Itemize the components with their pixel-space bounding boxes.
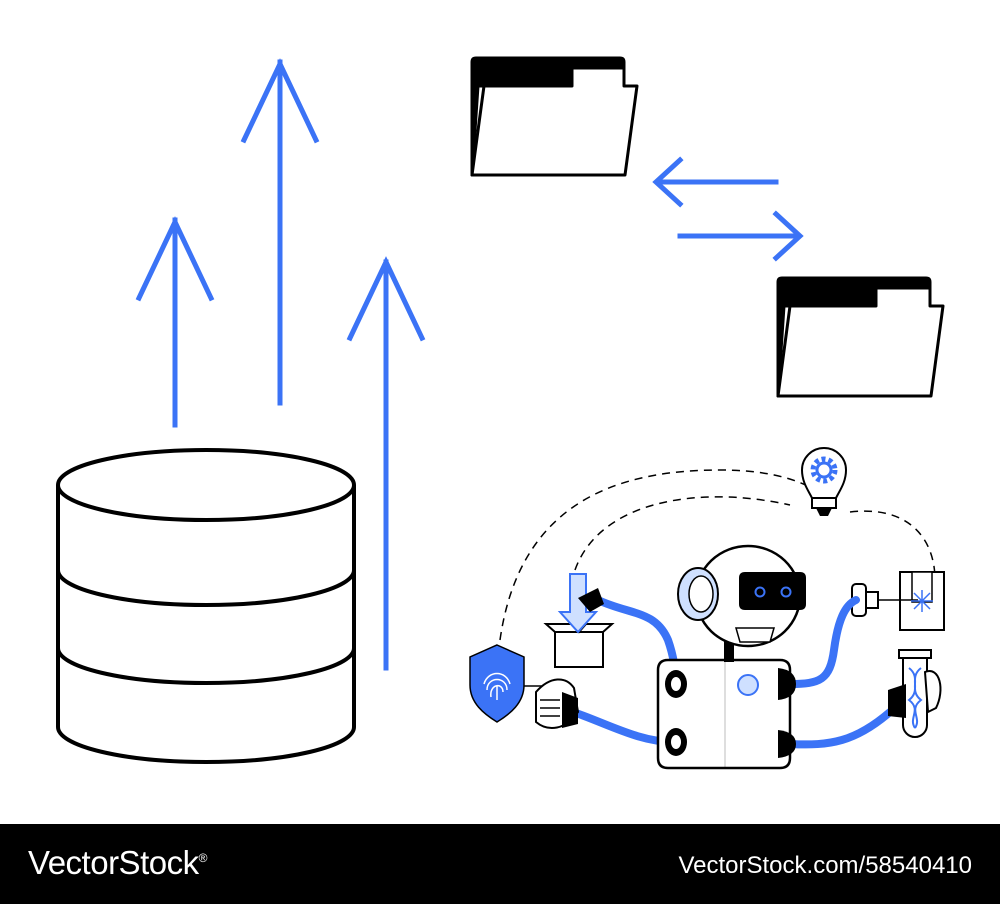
transfer-arrows-icon — [652, 156, 804, 262]
test-tube-dna-icon — [898, 649, 942, 738]
database-icon — [56, 448, 356, 764]
illustration — [56, 56, 945, 770]
folder-icon-top — [470, 56, 639, 177]
box-download-icon — [543, 573, 615, 668]
registered-mark: ® — [198, 851, 208, 865]
upload-arrow-icon-left — [135, 216, 215, 428]
brand-name: VectorStock — [28, 844, 199, 881]
laser-icon — [851, 571, 945, 631]
robot-icon — [535, 544, 906, 770]
shield-fingerprint-icon — [469, 644, 556, 723]
upload-arrow-icon-middle — [240, 58, 320, 406]
image-url[interactable]: VectorStock.com/58540410 — [678, 852, 972, 879]
upload-arrows — [135, 58, 426, 671]
upload-arrow-icon-right — [346, 256, 426, 671]
footer-bar: VectorStock® VectorStock.com/58540410 — [0, 824, 1000, 904]
vectorstock-logo[interactable]: VectorStock® — [28, 844, 207, 882]
lightbulb-gear-icon — [800, 447, 848, 516]
folder-icon-bottom — [776, 276, 945, 398]
